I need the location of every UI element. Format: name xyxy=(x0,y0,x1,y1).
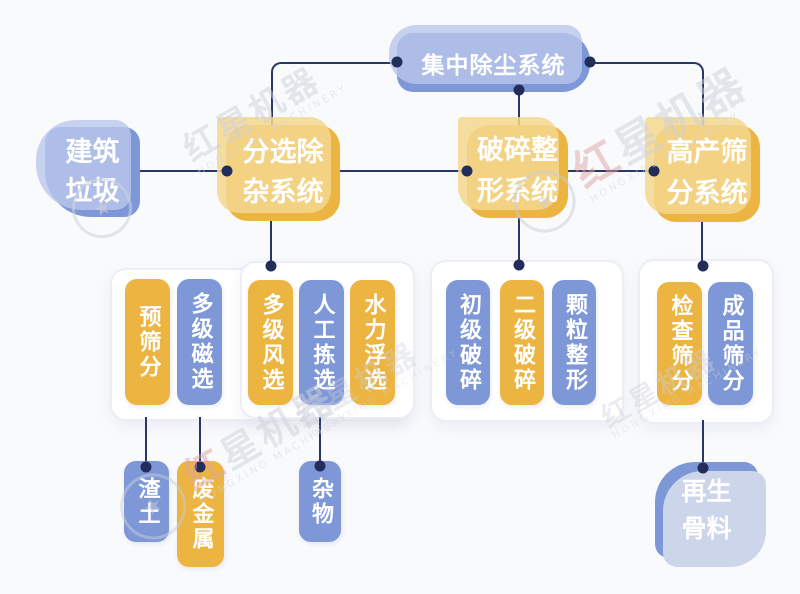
node-label-line2: 分系统 xyxy=(666,177,748,209)
node-inspection-screening: 检查筛分 xyxy=(657,282,702,405)
dot-scrapmetal-top xyxy=(194,461,206,473)
connector-crushing-to-panel xyxy=(518,218,520,265)
node-label-line1: 再生 xyxy=(681,476,732,506)
connector-input-to-sorting xyxy=(140,170,227,172)
dot-dust-right xyxy=(584,56,596,68)
node-multistage-magnetic: 多级磁选 xyxy=(177,279,222,405)
dot-sorting-left xyxy=(221,165,233,177)
connector-dust-to-sorting xyxy=(271,62,399,126)
dot-dust-left xyxy=(391,56,403,68)
node-primary-crushing: 初级破碎 xyxy=(446,280,490,405)
node-label: 集中除尘系统 xyxy=(421,52,566,79)
node-construction-waste: 建筑 垃圾 xyxy=(45,127,140,217)
node-output-recycled-aggregate: 再生 骨料 xyxy=(655,462,758,558)
node-label-line1: 高产筛 xyxy=(666,137,748,168)
connector-prescreen-to-residue xyxy=(145,417,147,463)
connector-screening-to-panel xyxy=(701,222,703,266)
dot-crushing-left xyxy=(461,165,473,177)
node-output-debris: 杂物 xyxy=(299,461,341,542)
connector-manual-to-debris xyxy=(319,417,321,462)
node-label-line1: 分选除 xyxy=(242,136,324,168)
dot-dust-bottom xyxy=(513,84,525,96)
node-particle-shaping: 颗粒整形 xyxy=(552,280,596,405)
node-label-line2: 杂系统 xyxy=(242,177,324,208)
node-output-residue: 渣土 xyxy=(124,461,169,542)
node-finished-screening: 成品筛分 xyxy=(708,282,753,405)
node-hydraulic-flotation: 水力浮选 xyxy=(350,280,395,405)
connector-sorting-to-crushing xyxy=(340,170,467,172)
node-sorting-system: 分选除 杂系统 xyxy=(226,125,340,221)
node-manual-sorting: 人工拣选 xyxy=(299,280,344,405)
node-label-line2: 形系统 xyxy=(477,175,558,207)
connector-dust-to-crushing xyxy=(518,92,520,125)
dot-sorting-panel xyxy=(265,260,277,272)
node-label-line1: 建筑 xyxy=(65,136,120,168)
node-secondary-crushing: 二级破碎 xyxy=(500,280,544,405)
connector-dust-to-screening xyxy=(590,62,704,126)
dot-screening-left xyxy=(648,165,660,177)
node-label-line2: 骨料 xyxy=(681,514,732,543)
dot-debris-top xyxy=(314,460,326,472)
connector-sorting-to-panel xyxy=(270,221,272,266)
node-central-dust-removal: 集中除尘系统 xyxy=(397,33,590,92)
node-screening-system: 高产筛 分系统 xyxy=(654,125,760,222)
connector-magnetic-to-scrapmetal xyxy=(199,417,201,463)
node-label-line2: 垃圾 xyxy=(65,176,120,207)
dot-residue-top xyxy=(140,461,152,473)
dot-screening-panel xyxy=(697,260,709,272)
dot-crushing-panel xyxy=(513,259,525,271)
watermark-cn: 红 xyxy=(564,129,632,199)
node-label-line1: 破碎整 xyxy=(477,135,558,166)
connector-crushing-to-screening xyxy=(568,170,654,172)
node-pre-screening: 预筛分 xyxy=(125,279,170,405)
dot-aggregate-top xyxy=(697,462,709,474)
node-output-scrap-metal: 废金属 xyxy=(177,461,224,567)
node-multistage-air: 多级风选 xyxy=(248,280,293,405)
node-crushing-system: 破碎整 形系统 xyxy=(467,125,568,218)
connector-panel-to-aggregate xyxy=(702,420,704,464)
